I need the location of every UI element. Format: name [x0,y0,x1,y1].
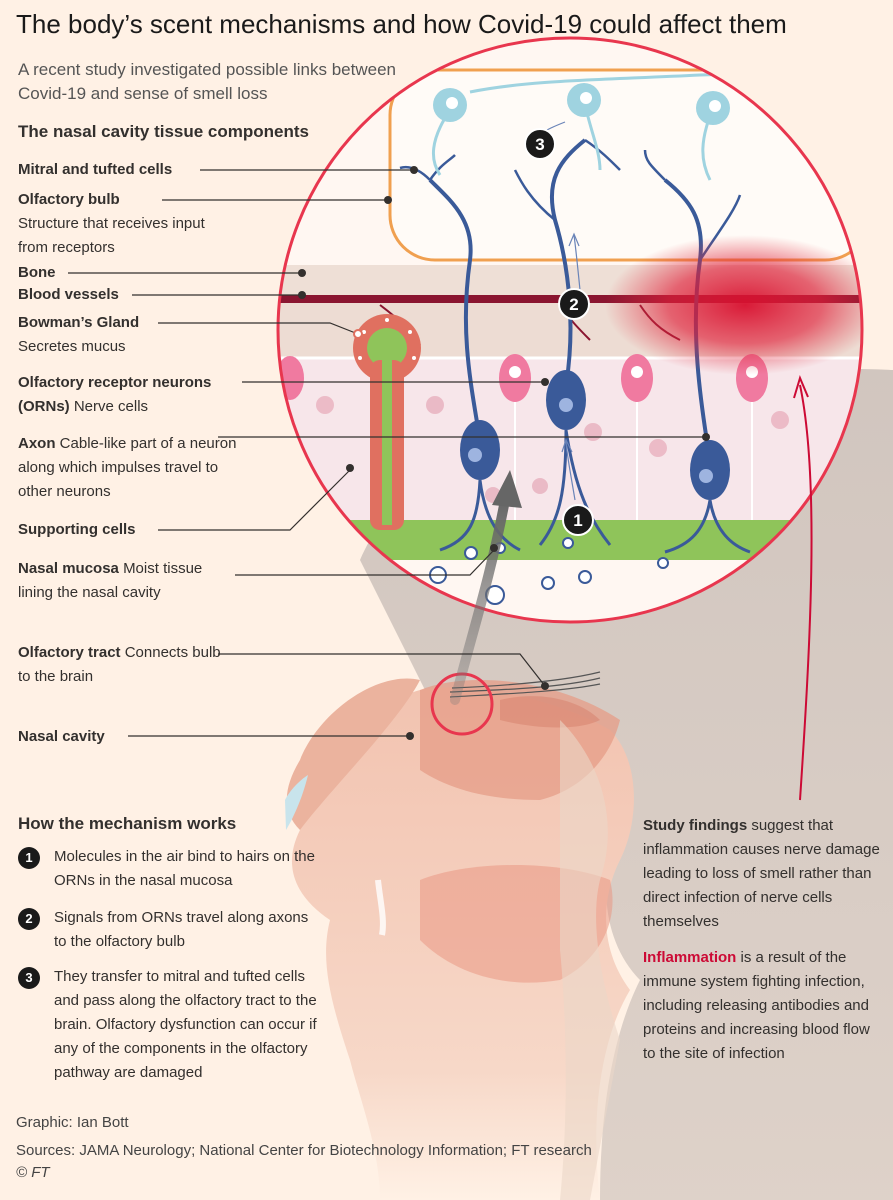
inflammation-glow [605,235,862,375]
page-subtitle: A recent study investigated possible lin… [18,60,397,103]
svg-text:1: 1 [573,511,582,530]
step-text-3: They transfer to mitral and tufted cells… [54,968,317,1081]
zoom-detail [278,38,862,622]
label-nasal-cavity: Nasal cavity [18,728,105,745]
leader-lines [68,169,706,737]
inflammation-note: Inflammation is a result of the immune s… [643,946,883,1066]
label-axon: Axon Cable-like part of a neuron along w… [18,435,237,500]
label-olfactory-bulb-desc: Structure that receives input from recep… [18,215,205,256]
label-bone: Bone [18,264,56,281]
page-title: The body’s scent mechanisms and how Covi… [16,9,787,39]
signal-arrow [450,495,510,705]
marker-2: 2 [558,288,590,320]
mitral-cells [431,68,862,181]
step-number-1: 1 [18,847,40,869]
label-bowmans-gland: Bowman’s Gland Secretes mucus [18,314,140,355]
marker-3: 3 [524,128,556,160]
sources: Sources: JAMA Neurology; National Center… [16,1142,592,1159]
mechanism-heading: How the mechanism works [18,814,237,833]
svg-text:3: 3 [535,135,544,154]
label-axon-desc: Cable-like part of a neuron along which … [18,435,237,500]
components-heading: The nasal cavity tissue components [18,122,309,141]
inflammation-lead: Inflammation [643,949,737,966]
label-olfactory-bulb: Olfactory bulb Structure that receives i… [18,191,205,256]
step-number-2: 2 [18,908,40,930]
mechanism-step-3: 3 They transfer to mitral and tufted cel… [18,965,318,1085]
findings-arrow [799,384,813,801]
step-number-3: 3 [18,967,40,989]
label-olfactory-tract-desc: Connects bulb to the brain [18,644,221,685]
svg-text:2: 2 [569,295,578,314]
step-text-2: Signals from ORNs travel along axons to … [54,909,309,950]
inflammation-text: is a result of the immune system fightin… [643,949,870,1062]
label-orn: Olfactory receptor neurons (ORNs) Nerve … [18,374,212,415]
olfactory-tract [449,677,601,693]
marker-1: 1 [562,504,594,536]
label-supporting-cells: Supporting cells [18,521,136,538]
graphic-credit: Graphic: Ian Bott [16,1114,129,1131]
copyright: © FT [16,1164,50,1181]
study-findings: Study findings suggest that inflammation… [643,814,883,934]
label-bowmans-gland-desc: Secretes mucus [18,338,126,355]
label-mitral-cells: Mitral and tufted cells [18,161,173,178]
findings-lead: Study findings [643,817,748,834]
mechanism-step-2: 2 Signals from ORNs travel along axons t… [18,906,318,954]
mechanism-step-1: 1 Molecules in the air bind to hairs on … [18,845,318,893]
bowmans-gland [353,314,421,530]
label-orn-desc: Nerve cells [73,398,149,415]
label-nasal-mucosa-desc: Moist tissue lining the nasal cavity [18,560,203,601]
label-olfactory-tract: Olfactory tract Connects bulb to the bra… [18,644,221,685]
findings-text: suggest that inflammation causes nerve d… [643,817,880,930]
step-text-1: Molecules in the air bind to hairs on th… [54,848,315,889]
label-nasal-mucosa: Nasal mucosa Moist tissue lining the nas… [18,560,203,601]
label-blood-vessels: Blood vessels [18,286,119,303]
